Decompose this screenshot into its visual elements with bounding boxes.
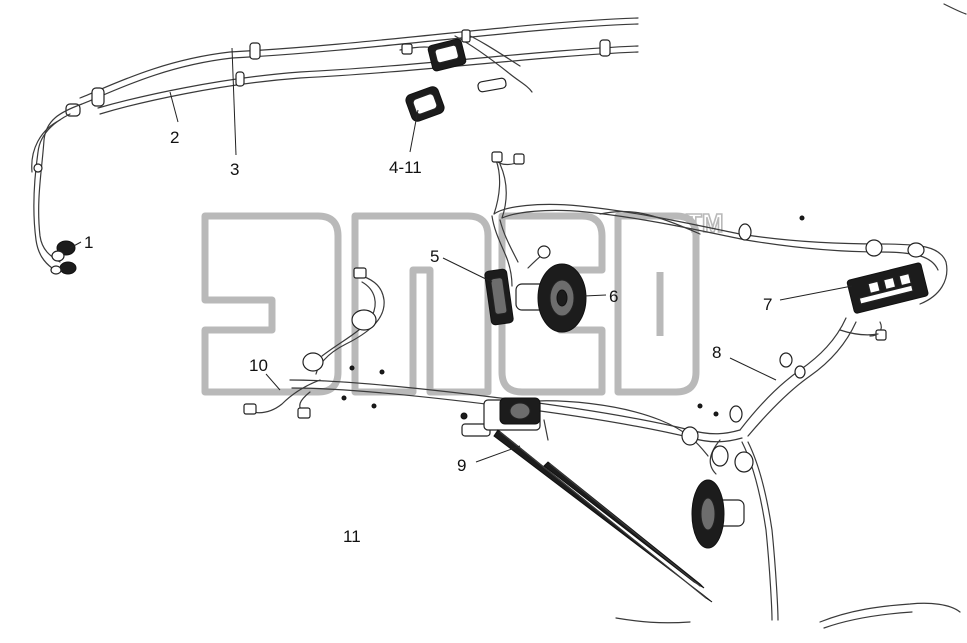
callout-8: 8 — [712, 343, 721, 362]
callout-labels: 1 2 3 4-11 5 6 7 8 9 10 11 — [84, 128, 772, 546]
callout-1: 1 — [84, 233, 93, 252]
watermark-trademark: TM — [686, 208, 724, 238]
callout-4-11: 4-11 — [389, 158, 422, 177]
callout-9: 9 — [457, 456, 466, 475]
lower-harness — [243, 3, 967, 629]
callout-5: 5 — [430, 247, 439, 266]
callout-3: 3 — [230, 160, 239, 179]
roof-harness — [31, 17, 639, 275]
callout-2: 2 — [170, 128, 179, 147]
middle-harness — [484, 151, 948, 341]
watermark-logo: TM — [201, 207, 724, 396]
callout-11: 11 — [343, 527, 361, 546]
leader-lines — [69, 47, 853, 463]
callout-7: 7 — [763, 295, 772, 314]
callout-6: 6 — [609, 287, 618, 306]
callout-10: 10 — [249, 356, 268, 375]
